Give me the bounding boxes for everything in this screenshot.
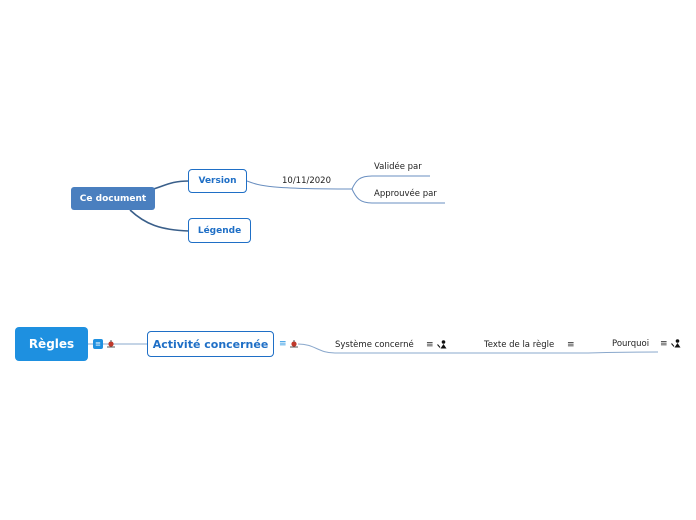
node-validee-par[interactable]: Validée par xyxy=(374,162,422,172)
link-date-approuvee xyxy=(351,188,445,204)
link-ce-document-version xyxy=(149,180,190,191)
link-version-date xyxy=(246,180,353,190)
node-ce-document[interactable]: Ce document xyxy=(71,187,155,210)
pourquoi-notes-icon[interactable]: ≡ xyxy=(660,339,668,349)
node-activite-concernee[interactable]: Activité concernée xyxy=(147,331,274,357)
node-version-date[interactable]: 10/11/2020 xyxy=(282,176,331,186)
pourquoi-person-icon[interactable] xyxy=(671,338,681,348)
node-legende-label: Légende xyxy=(197,225,242,236)
link-texte-pourquoi xyxy=(579,351,659,354)
node-regles-label: Règles xyxy=(28,337,75,351)
link-ce-document-legende xyxy=(129,209,190,232)
regles-notes-icon[interactable]: ≡ xyxy=(93,339,103,349)
node-ce-document-label: Ce document xyxy=(79,193,147,204)
systeme-notes-icon[interactable]: ≡ xyxy=(426,340,434,350)
node-approuvee-par[interactable]: Approuvée par xyxy=(374,189,437,199)
node-activite-concernee-label: Activité concernée xyxy=(152,337,269,351)
activite-attachment-icon[interactable] xyxy=(289,339,299,349)
regles-attachment-icon[interactable] xyxy=(106,339,116,349)
link-activite-systeme xyxy=(297,343,445,354)
node-version-label: Version xyxy=(198,176,237,186)
systeme-person-icon[interactable] xyxy=(437,339,447,349)
link-date-validee xyxy=(351,175,430,190)
node-version[interactable]: Version xyxy=(188,169,247,193)
activite-notes-icon[interactable]: ≡ xyxy=(279,339,287,349)
node-legende[interactable]: Légende xyxy=(188,218,251,243)
node-systeme-concerne[interactable]: Système concerné xyxy=(335,340,414,350)
node-pourquoi[interactable]: Pourquoi xyxy=(612,339,650,349)
node-regles[interactable]: Règles xyxy=(15,327,88,361)
node-texte-regle[interactable]: Texte de la règle xyxy=(484,340,555,350)
texte-notes-icon[interactable]: ≡ xyxy=(567,340,575,350)
